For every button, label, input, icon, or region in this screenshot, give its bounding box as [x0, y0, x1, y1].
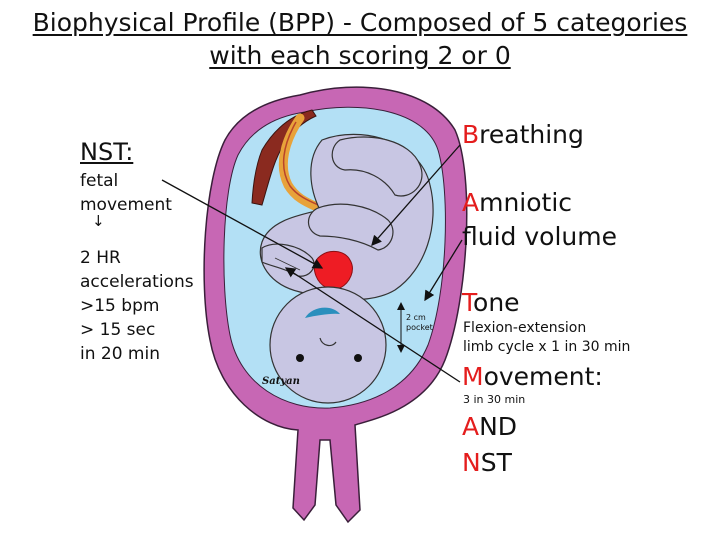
category-movement: Movement:: [462, 362, 603, 392]
placenta: [251, 109, 317, 206]
tone-detail-line-1: Flexion-extension: [463, 320, 587, 336]
breathing-pointer-arrow: [371, 144, 461, 246]
fluid-pointer-arrow: [424, 239, 463, 302]
category-rest: one: [473, 288, 520, 317]
category-rest: ovement:: [483, 362, 603, 391]
down-arrow-icon: ↓: [92, 212, 105, 230]
title-line-2: with each scoring 2 or 0: [209, 41, 511, 70]
category-rest: mniotic: [479, 188, 573, 217]
category-and: AND: [462, 412, 517, 442]
category-initial: N: [462, 448, 481, 477]
category-initial: T: [462, 288, 474, 317]
category-initial: A: [462, 188, 480, 217]
category-initial: M: [462, 362, 484, 391]
nst-line: accelerations: [80, 272, 194, 292]
pocket-label-line-2: pocket: [406, 323, 433, 332]
title-line-1: Biophysical Profile (BPP) - Composed of …: [32, 8, 688, 37]
category-fluid-volume: fluid volume: [462, 222, 617, 252]
left-eye: [296, 354, 304, 362]
nst-line: movement: [80, 195, 172, 215]
nst-heading: NST:: [80, 138, 134, 166]
tone-detail-line-2: limb cycle x 1 in 30 min: [463, 339, 631, 355]
category-rest: reathing: [479, 120, 584, 149]
movement-detail: 3 in 30 min: [463, 393, 526, 406]
fontanelle: [305, 307, 340, 318]
nst-pointer-arrow: [161, 179, 324, 269]
nst-line: > 15 sec: [80, 320, 156, 340]
pocket-label-line-1: 2 cm: [406, 313, 426, 322]
category-rest: ND: [479, 412, 518, 441]
movement-pointer-arrow: [284, 267, 461, 383]
category-amniotic: Amniotic: [462, 188, 572, 218]
nst-line: >15 bpm: [80, 296, 160, 316]
nst-line: in 20 min: [80, 344, 160, 364]
category-tone: Tone: [462, 288, 520, 318]
category-rest: fluid volume: [462, 222, 617, 251]
category-nst: NST: [462, 448, 512, 478]
nst-line: fetal: [80, 171, 119, 191]
category-initial: B: [462, 120, 480, 149]
nst-line: 2 HR: [80, 248, 121, 268]
right-eye: [354, 354, 362, 362]
category-initial: A: [462, 412, 480, 441]
category-breathing: Breathing: [462, 120, 584, 150]
category-rest: ST: [480, 448, 512, 477]
arm-pointer-line: [274, 257, 301, 271]
artist-signature: Satyan: [262, 376, 300, 387]
